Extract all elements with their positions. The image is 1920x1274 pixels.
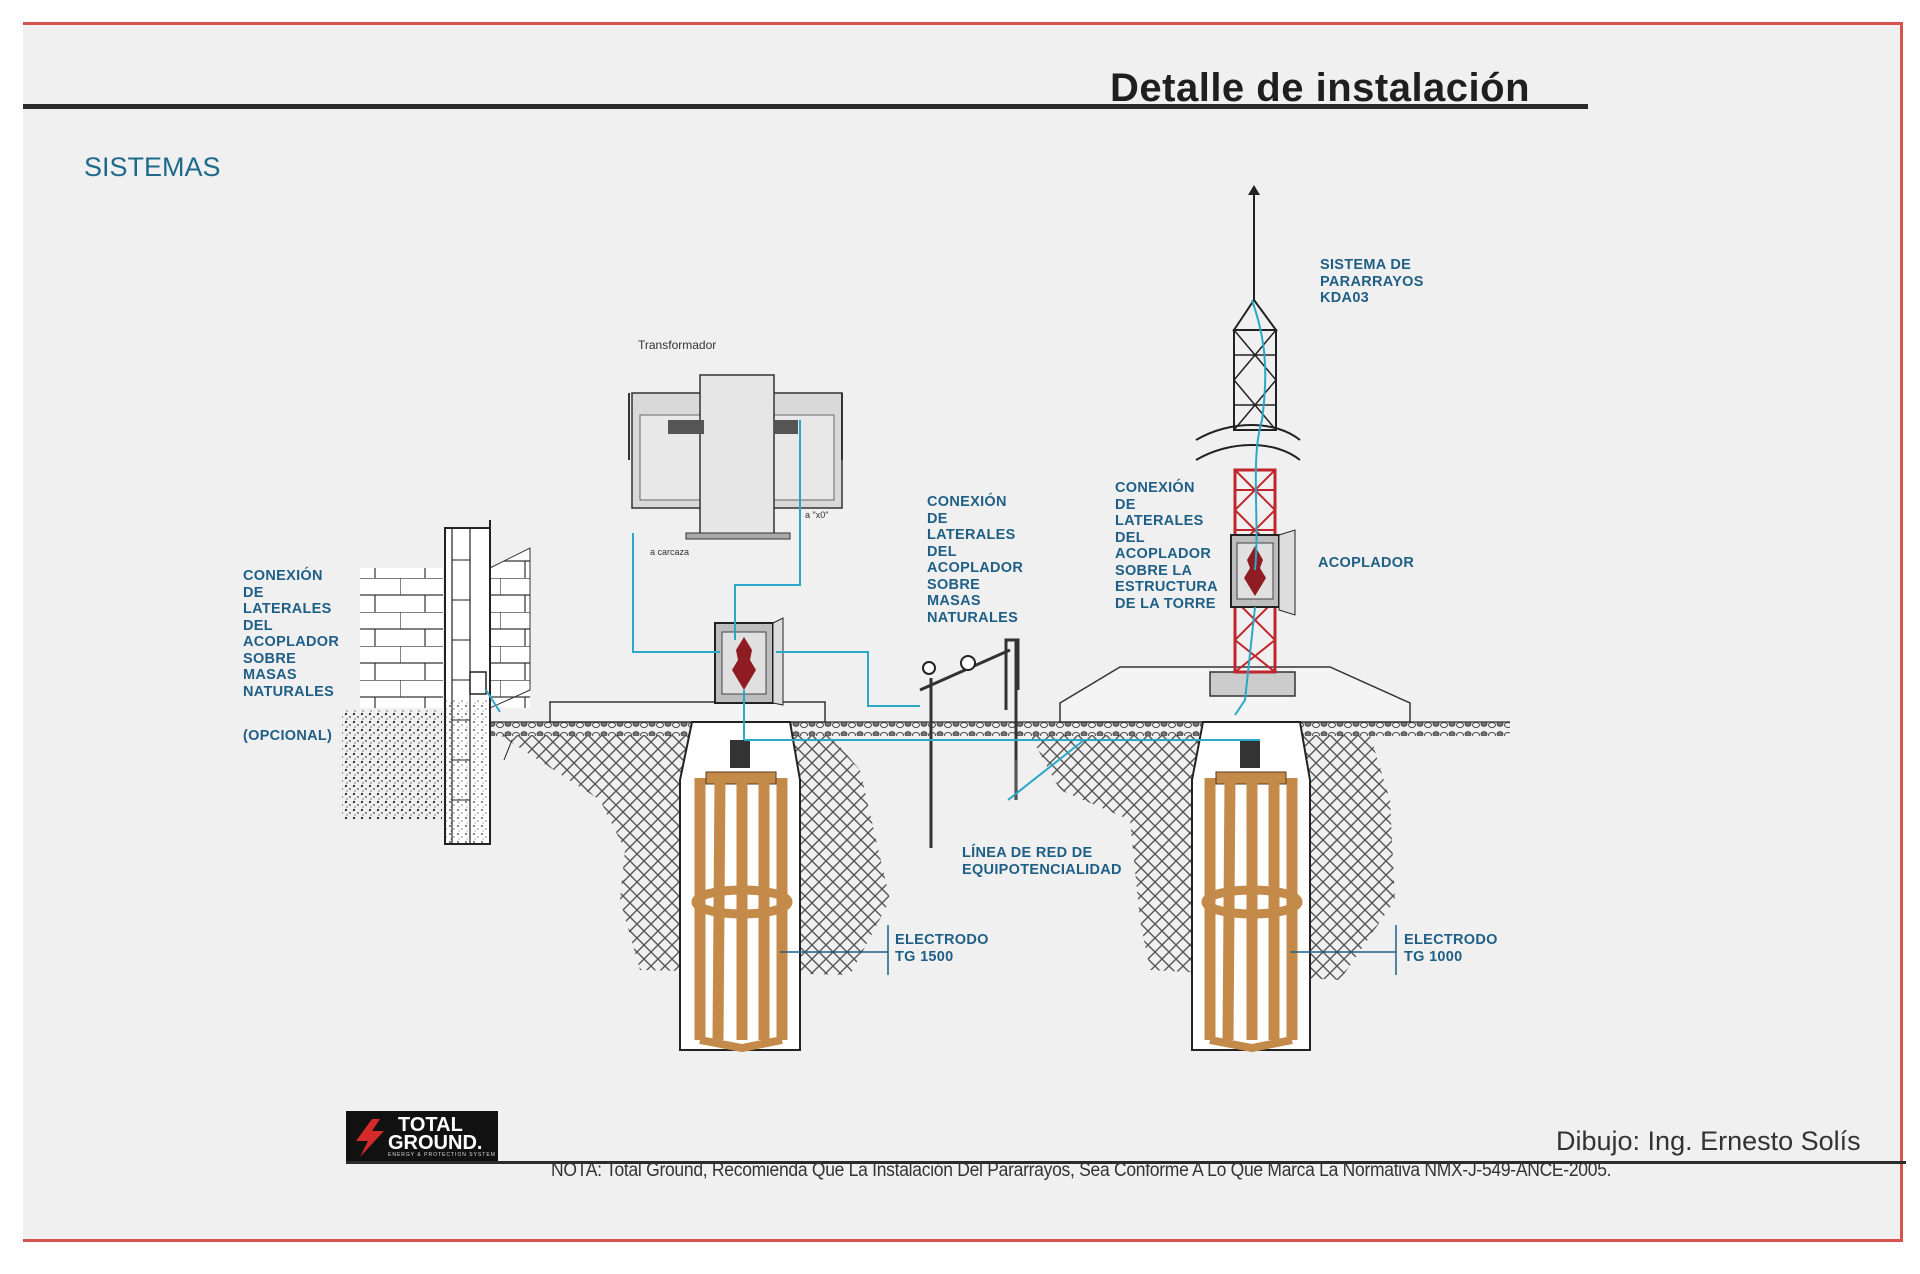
- electrode-tg1500: [679, 721, 801, 1053]
- brick-wall: [342, 520, 531, 845]
- title-rule: [23, 104, 1588, 109]
- coupler-label: ACOPLADOR: [1318, 555, 1415, 571]
- installation-note: NOTA: Total Ground, Recomienda Que La In…: [551, 1160, 1612, 1181]
- optional-label: (OPCIONAL): [243, 728, 333, 744]
- drawing-sheet: [23, 22, 1903, 1242]
- footer-rule: [346, 1161, 1906, 1164]
- callout-lines: [780, 925, 1397, 975]
- logo-line2: GROUND.: [388, 1132, 483, 1154]
- page-title: Detalle de instalación: [1110, 66, 1531, 110]
- transformer-label: Transformador: [638, 338, 717, 352]
- equipotential-line-label: LÍNEA DE RED DE EQUIPOTENCIALIDAD: [962, 845, 1122, 878]
- coupler-box-left: [714, 617, 784, 706]
- grounding-wires: [485, 299, 1267, 801]
- total-ground-logo: TOTAL GROUND. ENERGY & PROTECTION SYSTEM: [346, 1111, 498, 1163]
- section-heading: SISTEMAS: [84, 152, 221, 182]
- lightning-tower: [1195, 185, 1301, 697]
- lightning-system-label: SISTEMA DE PARARRAYOS KDA03: [1320, 257, 1424, 306]
- carcaza-label: a carcaza: [650, 547, 690, 557]
- gravel-surface: [488, 722, 1510, 736]
- tower-connection-label: CONEXIÓN DE LATERALES DEL ACOPLADOR SOBR…: [1115, 480, 1218, 612]
- lightning-bolt-icon: [356, 1119, 384, 1157]
- logo-line1: TOTAL: [398, 1114, 463, 1136]
- electrode-tg1500-label: ELECTRODO TG 1500: [895, 932, 989, 965]
- electrode-tg1000: [1191, 721, 1311, 1053]
- logo-line3: ENERGY & PROTECTION SYSTEM: [388, 1152, 496, 1158]
- slab-left: [549, 701, 826, 723]
- x0-label: a "x0": [805, 510, 829, 520]
- natural-masses-label: CONEXIÓN DE LATERALES DEL ACOPLADOR SOBR…: [927, 494, 1024, 626]
- water-pipe: [919, 638, 1020, 848]
- transformer: [628, 374, 843, 540]
- drawing-credit: Dibujo: Ing. Ernesto Solís: [1556, 1126, 1861, 1156]
- left-connection-label: CONEXIÓN DE LATERALES DEL ACOPLADOR SOBR…: [243, 568, 340, 700]
- electrode-tg1000-label: ELECTRODO TG 1000: [1404, 932, 1498, 965]
